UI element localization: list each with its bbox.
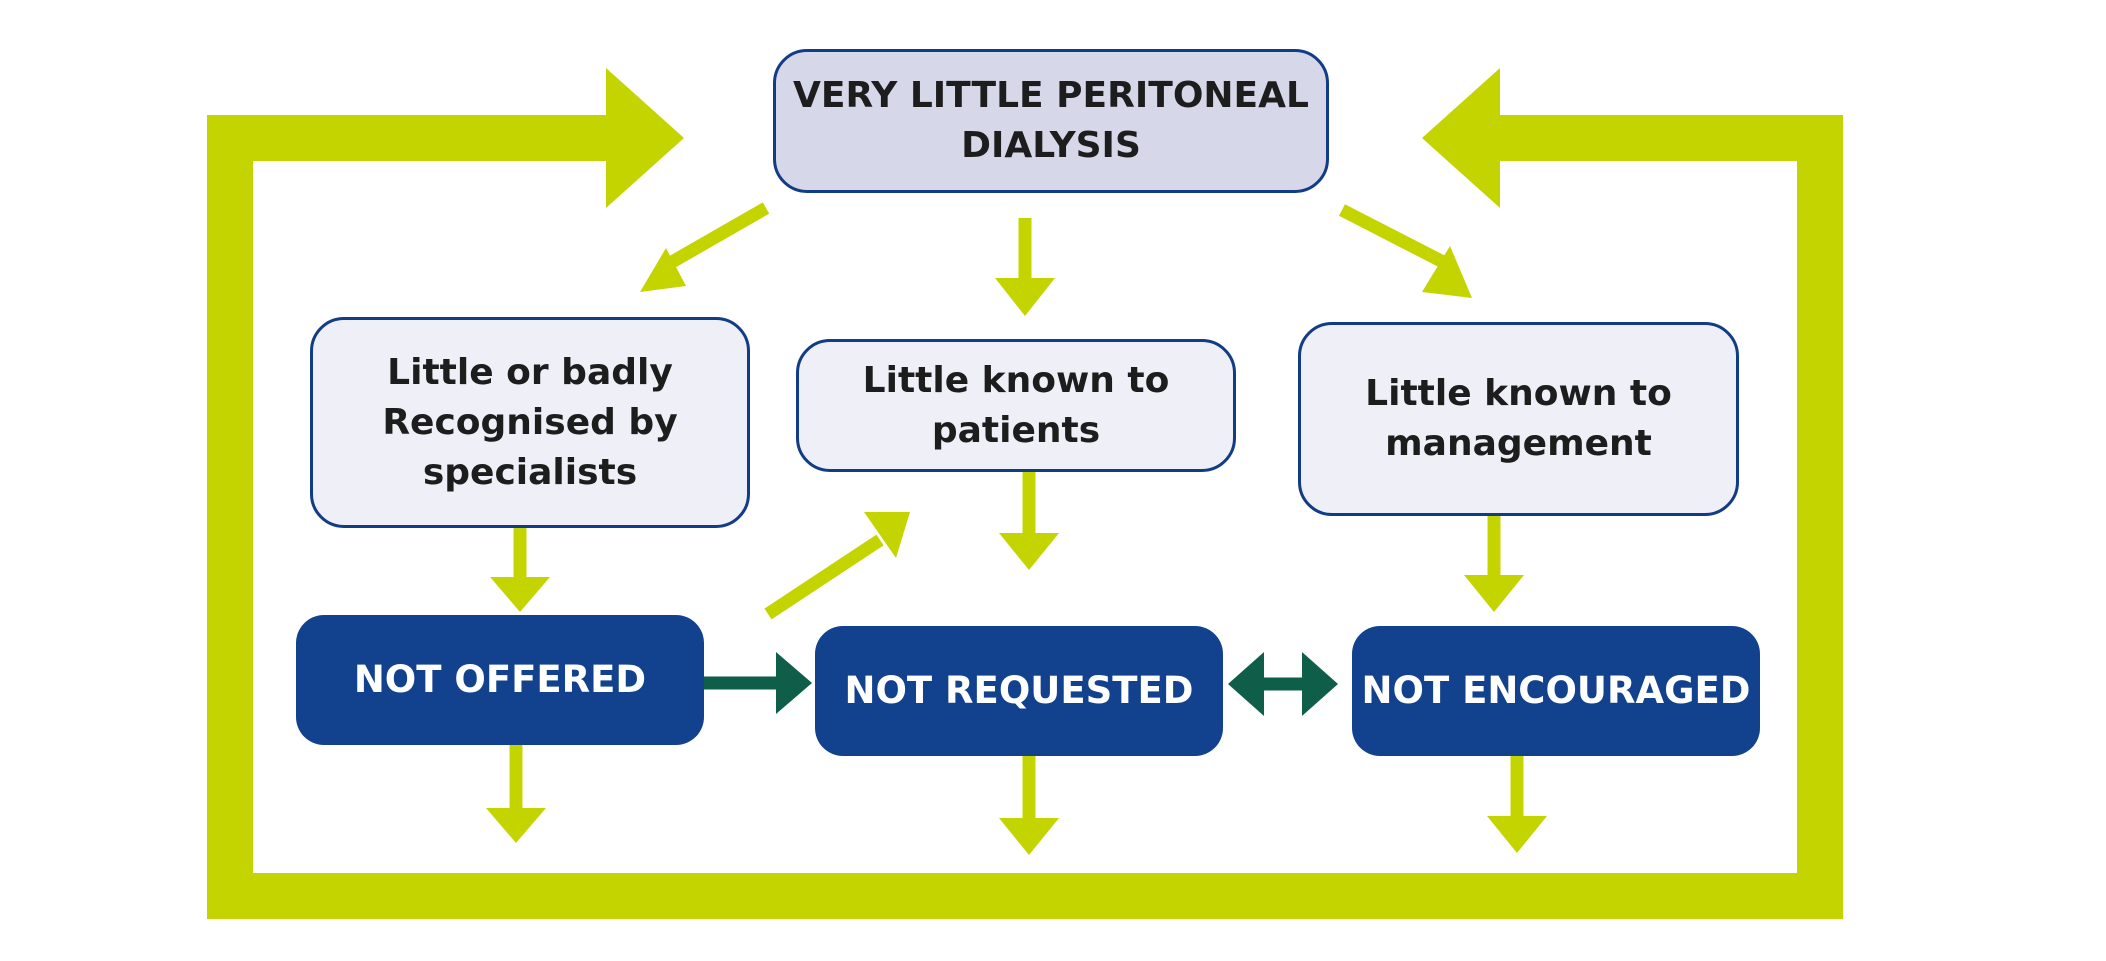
arrow-top-to-patients xyxy=(995,218,1055,316)
management-line-2: management xyxy=(1385,423,1652,464)
arrow-not-encouraged-down xyxy=(1487,753,1547,853)
management-line-1: Little known to xyxy=(1365,373,1672,414)
very-little-pd-box: VERY LITTLE PERITONEAL DIALYSIS xyxy=(773,49,1329,193)
not-requested-box: NOT REQUESTED xyxy=(815,626,1223,756)
top-box-line-2: DIALYSIS xyxy=(961,125,1141,166)
arrow-not-offered-to-not-requested xyxy=(704,652,812,714)
not-requested-label: NOT REQUESTED xyxy=(844,669,1194,712)
arrow-management-to-not-encouraged xyxy=(1464,515,1524,612)
specialists-line-1: Little or badly xyxy=(387,351,673,393)
arrow-top-to-specialists xyxy=(640,202,770,292)
arrow-patients-to-not-requested xyxy=(999,472,1059,570)
arrow-not-offered-down xyxy=(486,743,546,843)
feedback-loop-arrow xyxy=(207,68,1843,919)
patients-line-2: patients xyxy=(931,409,1101,451)
top-box-line-1: VERY LITTLE PERITONEAL xyxy=(793,75,1309,116)
arrow-not-requested-down xyxy=(999,755,1059,855)
specialists-box: Little or badly Recognised by specialist… xyxy=(310,317,750,528)
specialists-line-3: specialists xyxy=(422,451,638,493)
patients-box: Little known to patients xyxy=(796,339,1236,472)
specialists-line-2: Recognised by xyxy=(382,401,678,443)
arrow-not-requested-to-not-encouraged-bidirectional xyxy=(1228,652,1338,716)
arrow-specialists-to-not-offered xyxy=(490,527,550,612)
management-box: Little known to management xyxy=(1298,322,1739,516)
not-offered-box: NOT OFFERED xyxy=(296,615,704,745)
not-encouraged-box: NOT ENCOURAGED xyxy=(1352,626,1760,756)
not-encouraged-label: NOT ENCOURAGED xyxy=(1361,669,1751,712)
arrow-top-to-management xyxy=(1339,204,1472,298)
arrow-not-offered-to-patients xyxy=(764,512,910,620)
patients-line-1: Little known to xyxy=(862,359,1170,401)
not-offered-label: NOT OFFERED xyxy=(353,658,647,701)
